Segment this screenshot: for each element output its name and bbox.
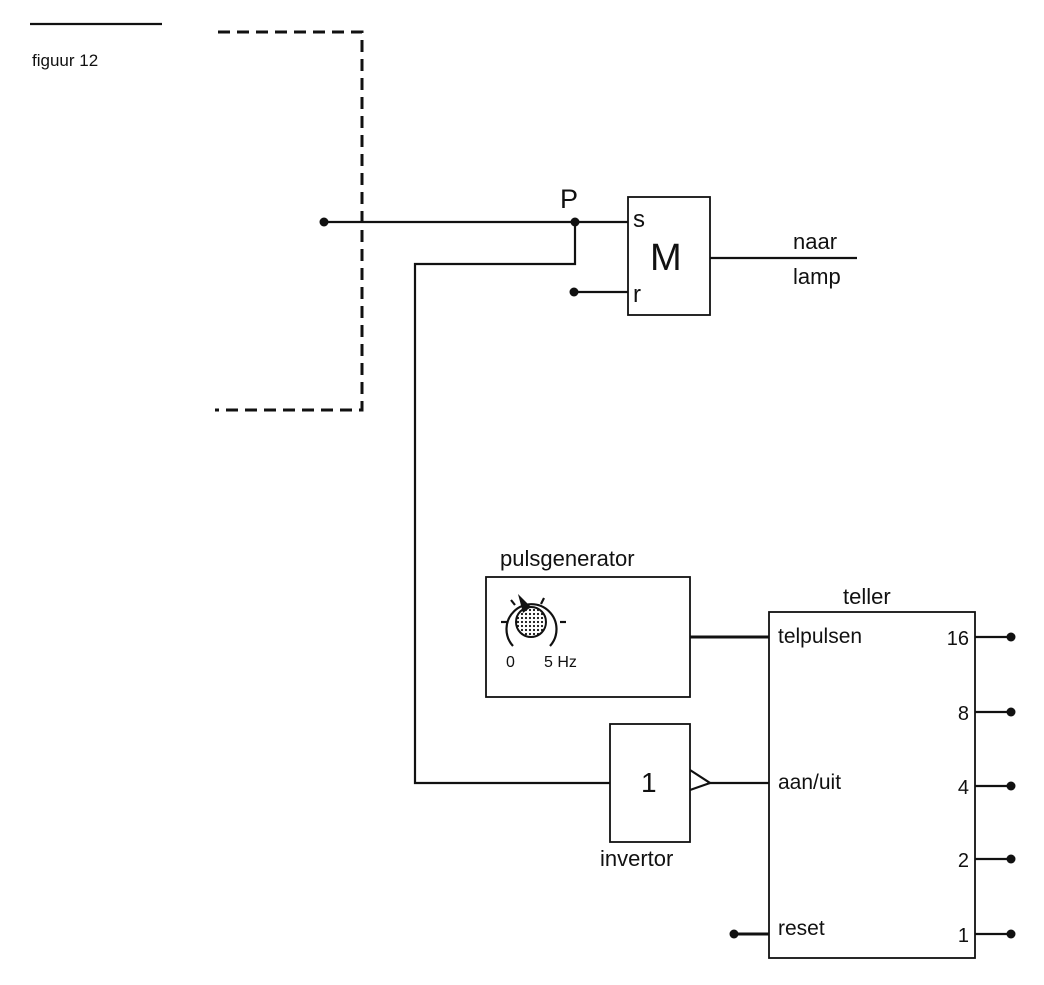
pulsgenerator-box	[485, 576, 691, 698]
teller-output-2: 2	[958, 850, 969, 872]
memory-cell-box	[627, 196, 711, 316]
r-terminal-dot[interactable]	[569, 287, 579, 297]
invertor-negation-mark	[689, 769, 713, 792]
teller-input-telpulsen: telpulsen	[778, 625, 862, 648]
output-16-dot[interactable]	[1006, 632, 1016, 642]
teller-output-1: 1	[958, 925, 969, 947]
output-8-dot[interactable]	[1006, 707, 1016, 717]
teller-input-reset: reset	[778, 917, 825, 940]
point-p-label: P	[560, 184, 578, 214]
memory-set-label: s	[633, 206, 645, 233]
memory-label: M	[650, 237, 682, 279]
output-2-dot[interactable]	[1006, 854, 1016, 864]
teller-title: teller	[843, 584, 891, 609]
invertor-title: invertor	[600, 846, 673, 871]
teller-output-16: 16	[947, 628, 969, 650]
invertor-box	[609, 723, 691, 843]
output-1-dot[interactable]	[1006, 929, 1016, 939]
frequency-dial-icon[interactable]	[501, 594, 566, 647]
dial-min-label: 0	[506, 654, 515, 671]
output-4-dot[interactable]	[1006, 781, 1016, 791]
figure-caption: figuur 12	[32, 51, 98, 70]
pulsgenerator-title: pulsgenerator	[500, 546, 635, 571]
memory-reset-label: r	[633, 281, 641, 308]
teller-input-aan-uit: aan/uit	[778, 771, 841, 794]
output-label-line2: lamp	[793, 264, 841, 289]
dial-max-label: 5 Hz	[544, 654, 577, 671]
invertor-symbol: 1	[641, 767, 657, 798]
output-label-line1: naar	[793, 229, 837, 254]
teller-box	[768, 611, 976, 959]
teller-output-8: 8	[958, 703, 969, 725]
teller-output-4: 4	[958, 777, 969, 799]
wire-p-to-invertor	[413, 222, 610, 785]
reset-terminal-dot[interactable]	[729, 929, 739, 939]
input-terminal-dot[interactable]	[319, 217, 329, 227]
